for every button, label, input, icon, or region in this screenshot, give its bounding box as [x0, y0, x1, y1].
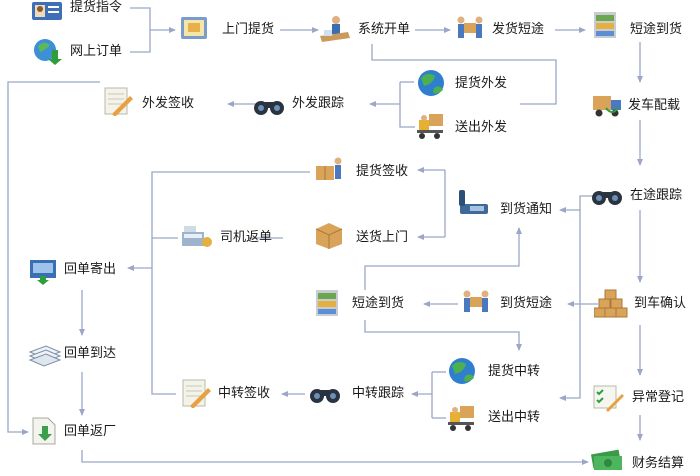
- node-label: 提货中转: [488, 364, 541, 379]
- connector: [559, 195, 598, 213]
- forklift-icon: [417, 114, 443, 139]
- binoculars-icon: [310, 389, 340, 403]
- money-icon: [590, 449, 622, 470]
- node-label: 外发签收: [142, 96, 195, 111]
- node-label: 送出外发: [455, 120, 508, 135]
- people-box-icon: [463, 290, 489, 312]
- connector: [81, 450, 589, 465]
- node-label: 短途到货: [630, 22, 683, 37]
- forklift-icon: [448, 406, 474, 431]
- node-label: 中转签收: [218, 386, 271, 401]
- node-label: 到车确认: [634, 296, 687, 311]
- people-box-icon: [457, 16, 483, 38]
- cabinet-icon: [316, 290, 338, 316]
- monitor-icon: [181, 17, 207, 39]
- node-label: 在途跟踪: [630, 188, 683, 203]
- checklist-pen-icon: [593, 385, 624, 412]
- inbox-download-icon: [30, 260, 56, 285]
- binoculars-icon: [254, 101, 284, 115]
- node-label: 异常登记: [632, 390, 685, 405]
- node-label: 送出中转: [488, 410, 541, 425]
- connector: [7, 81, 100, 435]
- node-label: 回单寄出: [64, 262, 117, 277]
- node-label: 发车配载: [628, 98, 681, 113]
- truck-icon: [593, 96, 621, 117]
- node-label: 到货短途: [500, 296, 553, 311]
- node-label: 系统开单: [358, 22, 411, 37]
- stacked-boxes-icon: [594, 289, 628, 318]
- person-desk-icon: [320, 16, 350, 42]
- node-label: 上门提货: [222, 22, 275, 37]
- globe-download-icon: [34, 39, 62, 65]
- node-label: 短途到货: [352, 296, 405, 311]
- connector: [130, 7, 151, 53]
- notepad-pen-icon: [104, 87, 133, 116]
- person-box-icon: [316, 157, 342, 180]
- connector: [399, 82, 415, 128]
- box-icon: [315, 223, 343, 249]
- notepad-pen-icon: [182, 379, 211, 408]
- node-label: 网上订单: [70, 44, 123, 59]
- cash-register-icon: [182, 226, 212, 247]
- node-label: 发货短途: [492, 22, 545, 37]
- stacked-paper-icon: [28, 345, 62, 367]
- node-label: 中转跟踪: [352, 386, 405, 401]
- node-label: 提货签收: [356, 164, 409, 179]
- binoculars-icon: [592, 191, 622, 205]
- globe-icon: [418, 70, 444, 96]
- cabinet-icon: [594, 12, 616, 38]
- node-label: 提货指令: [70, 0, 123, 15]
- id-card-icon: [32, 2, 62, 20]
- telephone-icon: [459, 190, 488, 214]
- connector: [364, 227, 522, 290]
- node-label: 到货通知: [500, 202, 553, 217]
- connector: [559, 210, 581, 401]
- node-label: 送货上门: [356, 230, 409, 245]
- globe-icon: [449, 358, 475, 384]
- node-label: 外发跟踪: [292, 96, 345, 111]
- node-label: 回单返厂: [64, 424, 117, 439]
- node-label: 司机返单: [220, 230, 273, 245]
- document-arrow-icon: [32, 417, 56, 445]
- node-label: 财务结算: [632, 456, 685, 471]
- connector: [371, 44, 557, 105]
- node-label: 回单到达: [64, 346, 117, 361]
- connector: [364, 320, 522, 351]
- node-label: 提货外发: [455, 76, 508, 91]
- connector: [151, 171, 310, 395]
